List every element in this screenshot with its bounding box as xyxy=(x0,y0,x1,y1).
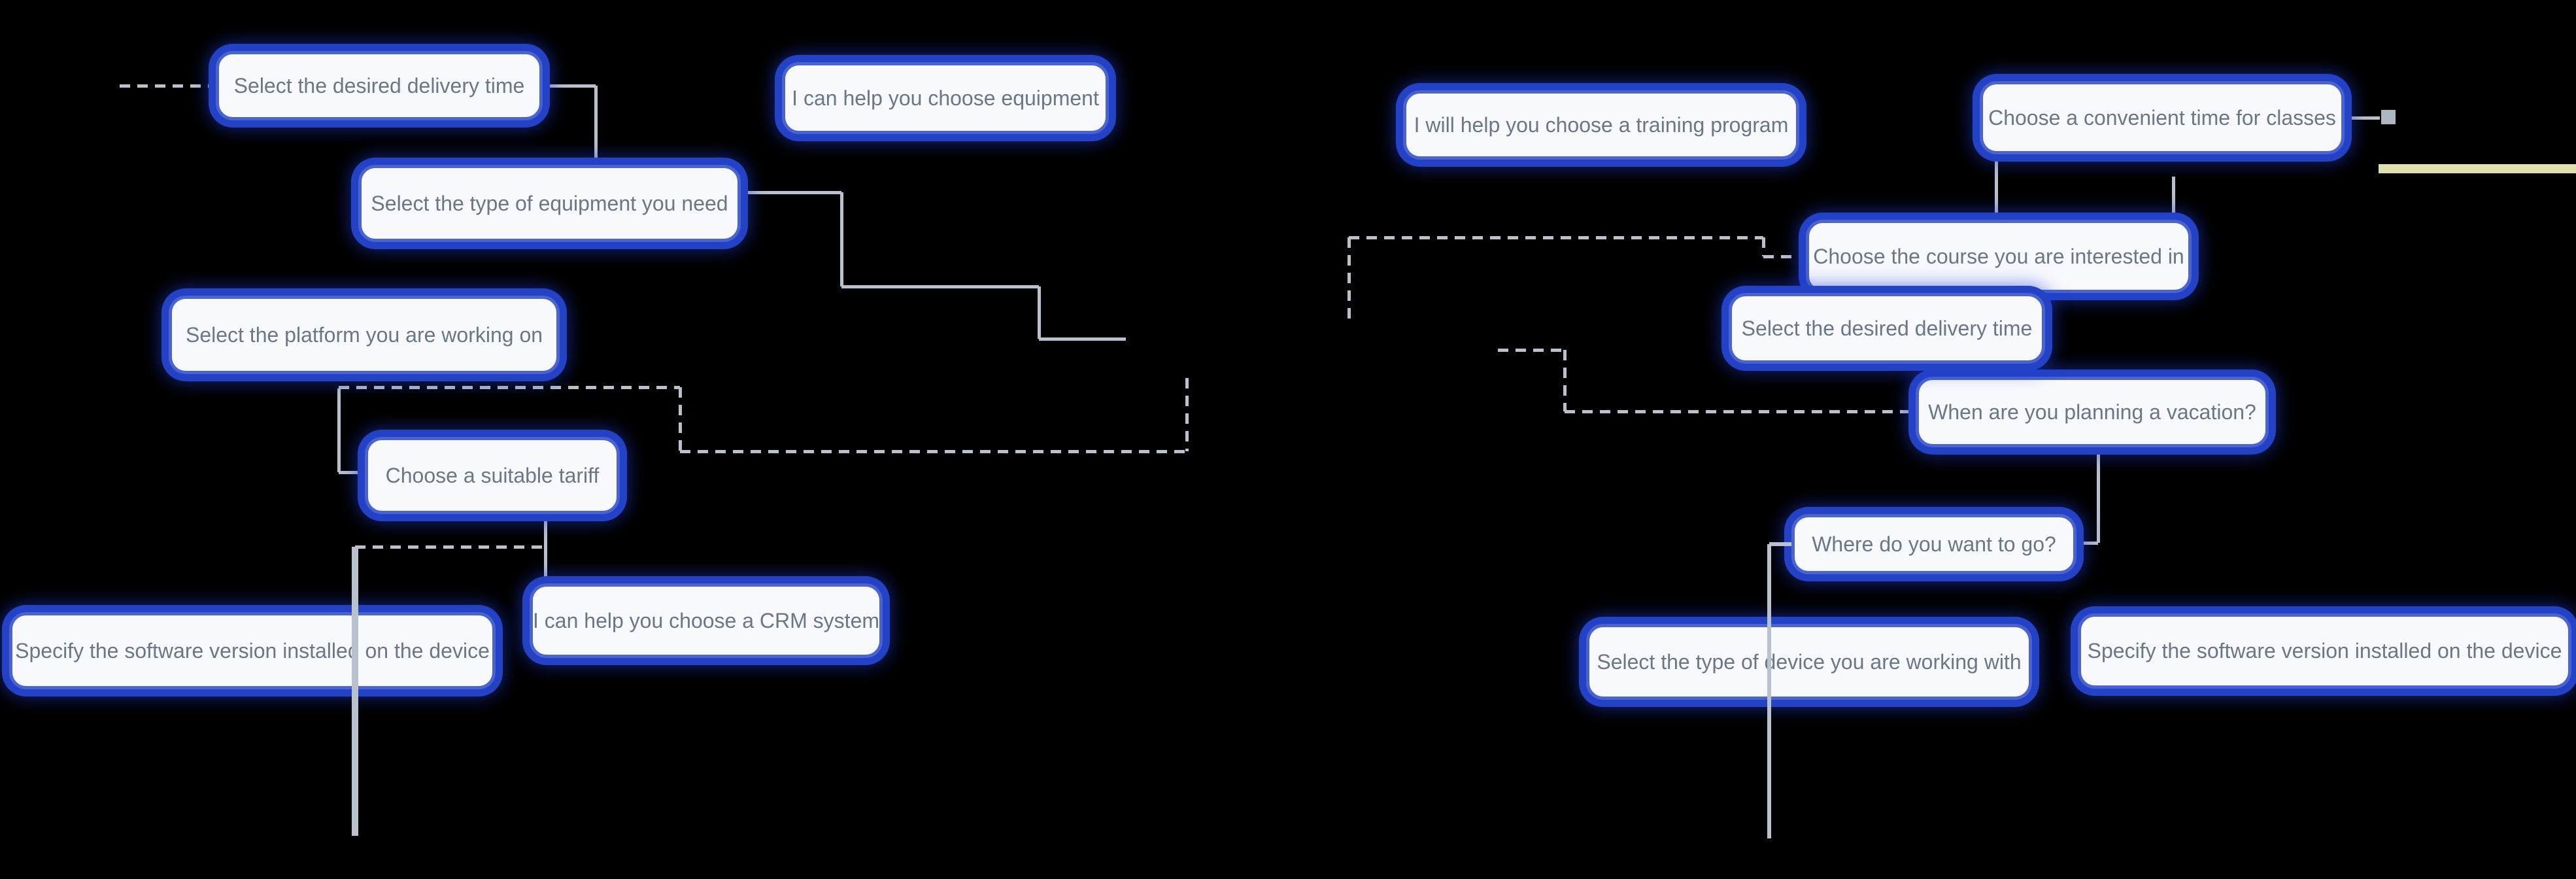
edge-equipment-type-staircase[interactable] xyxy=(1039,337,1126,341)
edge-equipment-type-staircase[interactable] xyxy=(741,190,841,194)
node-label: Specify the software version installed o… xyxy=(2087,639,2562,663)
node-tariff[interactable]: Choose a suitable tariff xyxy=(365,437,620,514)
node-label: Select the type of equipment you need xyxy=(371,191,728,215)
node-label: Select the desired delivery time xyxy=(1741,316,2033,340)
node-label: When are you planning a vacation? xyxy=(1928,400,2256,424)
node-label: I will help you choose a training progra… xyxy=(1414,112,1789,137)
node-label: Select the type of device you are workin… xyxy=(1597,649,2022,674)
node-label: Choose a suitable tariff xyxy=(385,463,600,487)
edge-tariff-junction-horizontal[interactable] xyxy=(355,545,545,549)
edge-platform-to-tariff[interactable] xyxy=(337,388,341,472)
node-software-version-left[interactable]: Specify the software version installed o… xyxy=(9,612,496,689)
node-label: Choose a convenient time for classes xyxy=(1988,105,2336,129)
node-crm[interactable]: I can help you choose a CRM system xyxy=(530,583,883,658)
node-label: Where do you want to go? xyxy=(1812,532,2056,556)
edge-tariff-to-crm[interactable] xyxy=(543,514,547,585)
node-delivery-time-right[interactable]: Select the desired delivery time xyxy=(1729,293,2045,364)
edge-into-course[interactable] xyxy=(1349,235,1763,239)
edge-platform-staircase[interactable] xyxy=(339,385,680,389)
node-equipment-help[interactable]: I can help you choose equipment xyxy=(782,62,1109,134)
edge-equipment-type-staircase[interactable] xyxy=(841,284,1039,288)
edge-where-to-device-through[interactable] xyxy=(1769,542,1791,546)
edge-into-vacation[interactable] xyxy=(1565,409,1916,413)
node-label: Select the platform you are working on xyxy=(185,322,543,347)
edge-vacation-to-where[interactable] xyxy=(2078,541,2098,545)
edge-platform-staircase[interactable] xyxy=(678,387,682,451)
edge-platform-staircase[interactable] xyxy=(680,449,1187,453)
edge-vacation-to-where[interactable] xyxy=(2096,449,2100,543)
edge-into-course[interactable] xyxy=(1761,237,1765,256)
edge-delivery-left-to-equipment[interactable] xyxy=(594,86,598,166)
node-label: I can help you choose a CRM system xyxy=(533,608,880,632)
edge-classes-right-stub[interactable] xyxy=(2345,116,2380,120)
edge-course-top-stub[interactable] xyxy=(2171,177,2175,221)
node-platform[interactable]: Select the platform you are working on xyxy=(169,296,560,374)
node-label: Select the desired delivery time xyxy=(233,73,525,97)
node-course[interactable]: Choose the course you are interested in xyxy=(1806,220,2192,293)
node-device-type[interactable]: Select the type of device you are workin… xyxy=(1586,624,2032,700)
edge-equipment-type-staircase[interactable] xyxy=(1037,286,1041,339)
edge-where-to-device-through[interactable] xyxy=(1767,544,1771,838)
edge-highlighted-edge[interactable] xyxy=(2379,164,2576,173)
edge-platform-staircase[interactable] xyxy=(1185,378,1189,451)
edge-into-vacation[interactable] xyxy=(1563,350,1567,411)
edge-into-course[interactable] xyxy=(1347,237,1351,320)
connection-handle[interactable] xyxy=(2381,110,2396,124)
edge-into-vacation[interactable] xyxy=(1498,348,1565,352)
node-label: I can help you choose equipment xyxy=(792,86,1099,110)
node-vacation[interactable]: When are you planning a vacation? xyxy=(1916,377,2269,447)
edge-classes-to-course[interactable] xyxy=(1994,156,1998,221)
edge-through-software-vertical[interactable] xyxy=(352,547,358,836)
node-equipment-type[interactable]: Select the type of equipment you need xyxy=(358,165,741,242)
edge-into-course[interactable] xyxy=(1763,254,1806,258)
edge-delivery-left-to-equipment[interactable] xyxy=(543,84,596,88)
node-delivery-time-left[interactable]: Select the desired delivery time xyxy=(216,51,543,120)
edge-platform-to-tariff[interactable] xyxy=(339,470,365,474)
node-where-to-go[interactable]: Where do you want to go? xyxy=(1791,514,2076,574)
edge-equipment-type-staircase[interactable] xyxy=(839,192,843,286)
node-training-program[interactable]: I will help you choose a training progra… xyxy=(1403,90,1799,160)
node-label: Specify the software version installed o… xyxy=(15,638,490,663)
node-label: Choose the course you are interested in xyxy=(1813,244,2184,268)
node-classes-time[interactable]: Choose a convenient time for classes xyxy=(1980,81,2345,154)
edge-stub-into-delivery-left[interactable] xyxy=(120,84,216,88)
node-software-version-right[interactable]: Specify the software version installed o… xyxy=(2078,613,2571,689)
